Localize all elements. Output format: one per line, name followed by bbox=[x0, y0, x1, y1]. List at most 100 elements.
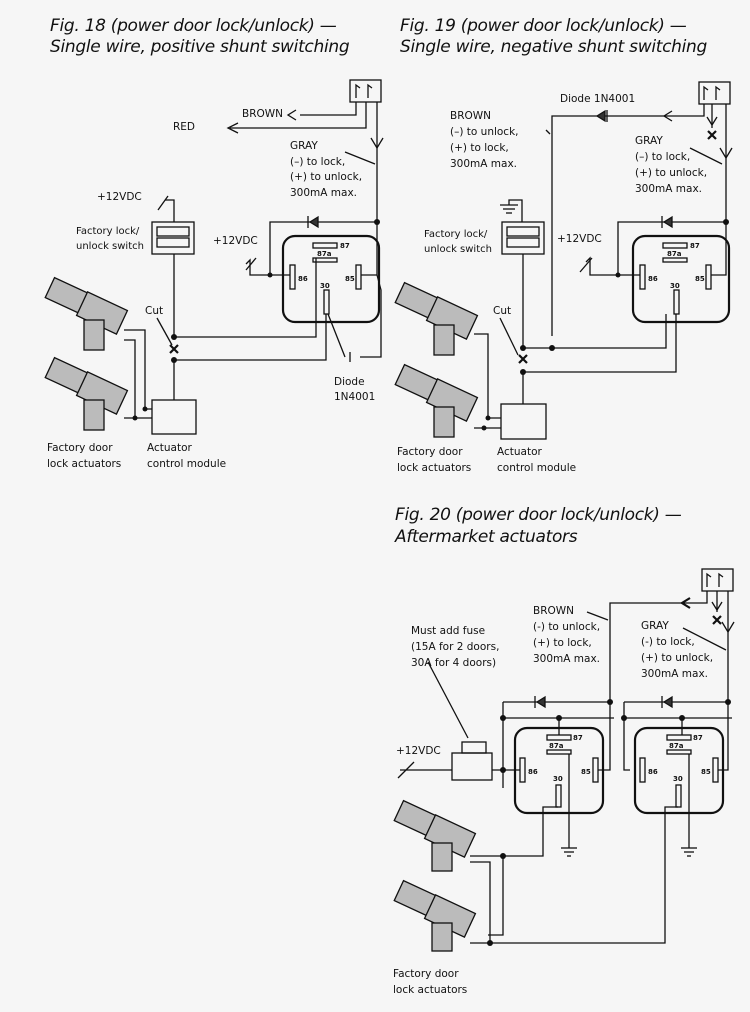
fig20-r1-pin86-label: 86 bbox=[528, 768, 538, 776]
fig20-r2-pin85-label: 85 bbox=[701, 768, 711, 776]
fig18-diode-l1: Diode bbox=[334, 376, 365, 388]
fig19-diode-symbol bbox=[595, 109, 606, 123]
fig18-diode-l2: 1N4001 bbox=[334, 391, 376, 403]
fig20-title-line1: Fig. 20 (power door lock/unlock) — bbox=[395, 505, 682, 525]
fig20-gray-title: GRAY bbox=[641, 620, 669, 632]
fig19-control-module bbox=[500, 403, 547, 440]
fig18-gray-l3: 300mA max. bbox=[290, 187, 358, 199]
fig18-gray-l2: (+) to unlock, bbox=[290, 171, 363, 183]
fig19-module-l1: Actuator bbox=[497, 446, 542, 458]
fig18-pin-85 bbox=[355, 264, 362, 290]
fig18-gray-leader bbox=[344, 151, 376, 165]
fig19-relay bbox=[631, 234, 731, 324]
fig20-brown-l3: 300mA max. bbox=[533, 653, 601, 665]
fig18-gray-title: GRAY bbox=[290, 140, 318, 152]
fig19-gray-l3: 300mA max. bbox=[635, 183, 703, 195]
fig18-brown-label: BROWN bbox=[242, 108, 284, 120]
fig19-87a-wire bbox=[523, 314, 667, 349]
fig18-pin-86 bbox=[289, 264, 296, 290]
fig18-switch-l1: Factory lock/ bbox=[76, 226, 140, 237]
fig19-brown-l3: 300mA max. bbox=[450, 158, 518, 170]
fig20-gray-l1: (-) to lock, bbox=[641, 636, 695, 648]
fig18-gray-l1: (–) to lock, bbox=[290, 156, 346, 168]
fig18-pin87a-label: 87a bbox=[317, 250, 332, 258]
fig20-brown-l1: (-) to unlock, bbox=[533, 621, 601, 633]
fig19-switch-l2: unlock switch bbox=[424, 244, 492, 255]
fig18-title-line1: Fig. 18 (power door lock/unlock) — bbox=[50, 16, 337, 36]
fig18-switch-l2: unlock switch bbox=[76, 241, 144, 252]
fig19-brown-wire bbox=[551, 104, 705, 336]
fig19-actuators-l2: lock actuators bbox=[397, 462, 472, 474]
fig20-r1-pin85-label: 85 bbox=[581, 768, 591, 776]
fig20-r2-pin86-label: 86 bbox=[648, 768, 658, 776]
fig20-r1-pin87-label: 87 bbox=[573, 734, 583, 742]
fig19-diode-top-wire bbox=[617, 221, 726, 275]
fig20-12v: +12VDC bbox=[396, 745, 441, 757]
fig19-gray-l2: (+) to unlock, bbox=[635, 167, 708, 179]
fig19-brown-l2: (+) to lock, bbox=[450, 142, 509, 154]
fig20-fuse-l1: Must add fuse bbox=[411, 625, 486, 637]
fig18-30-wire bbox=[174, 314, 327, 361]
fig19-switch-l1: Factory lock/ bbox=[424, 229, 488, 240]
fig20-actuator-2 bbox=[393, 879, 477, 952]
fig18-connector-pin-b bbox=[367, 83, 373, 98]
fig18-actuator-2 bbox=[44, 356, 129, 431]
fig18-cut-mark bbox=[169, 344, 179, 354]
fig18-brown-wire bbox=[300, 102, 357, 116]
fig19-pin85-label: 85 bbox=[695, 275, 705, 283]
fig19-12v: +12VDC bbox=[557, 233, 602, 245]
fig18-gray-arrow bbox=[370, 137, 384, 150]
fig18-pin87-label: 87 bbox=[340, 242, 350, 250]
fig19-cut-label: Cut bbox=[493, 305, 512, 317]
fig18-control-module bbox=[151, 399, 197, 435]
fig19-module-l2: control module bbox=[497, 462, 577, 474]
fig19-pin87-label: 87 bbox=[690, 242, 700, 250]
fig20-actuator-1 bbox=[393, 799, 477, 872]
fig20-gray-l2: (+) to unlock, bbox=[641, 652, 714, 664]
fig20-r1-pin30-label: 30 bbox=[553, 775, 563, 783]
fig18-diode-top-wire bbox=[269, 221, 377, 275]
fig19-pin87a-label: 87a bbox=[667, 250, 682, 258]
fig18-title-line2: Single wire, positive shunt switching bbox=[50, 37, 350, 57]
fig19-diode-label: Diode 1N4001 bbox=[560, 93, 636, 105]
fig20-fuse-leader bbox=[427, 661, 469, 739]
fig19-brown-l1: (–) to unlock, bbox=[450, 126, 519, 138]
fig20-r2-pin30-label: 30 bbox=[673, 775, 683, 783]
fig19-brown-title: BROWN bbox=[450, 110, 492, 122]
fig20-brown-l2: (+) to lock, bbox=[533, 637, 592, 649]
fig18-pin86-label: 86 bbox=[298, 275, 308, 283]
fig20-gray-l3: 300mA max. bbox=[641, 668, 709, 680]
fig18-pin30-label: 30 bbox=[320, 282, 330, 290]
fig18-pin-87a bbox=[312, 257, 338, 263]
fig18-cut-label: Cut bbox=[145, 305, 164, 317]
fig20-brown-title: BROWN bbox=[533, 605, 575, 617]
fig18-87a-wire bbox=[174, 258, 317, 338]
fig19-pin30-label: 30 bbox=[670, 282, 680, 290]
fig20-actuators-l1: Factory door bbox=[393, 968, 459, 980]
fig18-red-wire bbox=[230, 102, 367, 129]
fig19-title-line2: Single wire, negative shunt switching bbox=[400, 37, 708, 57]
fig18-actuators-l2: lock actuators bbox=[47, 458, 122, 470]
fig19-actuator-1 bbox=[394, 281, 479, 356]
fig18-factory-switch bbox=[151, 221, 195, 255]
fig19-actuator-2 bbox=[394, 363, 479, 438]
fig20-r1-pin87a-label: 87a bbox=[549, 742, 564, 750]
fig20-fuse-l2: (15A for 2 doors, bbox=[411, 641, 500, 653]
fig20-brown-wire bbox=[609, 591, 708, 702]
fig20-relay2-30-wire bbox=[490, 806, 678, 944]
fig20-fuse bbox=[461, 741, 487, 754]
fig19-harness-connector bbox=[698, 81, 731, 105]
fig18-red-arrow bbox=[226, 122, 239, 134]
fig20-r2-pin87a-label: 87a bbox=[669, 742, 684, 750]
fig18-12v-relay: +12VDC bbox=[213, 235, 258, 247]
fig18-module-l2: control module bbox=[147, 458, 227, 470]
fig18-brown-arrow bbox=[286, 109, 297, 121]
fig19-gray-title: GRAY bbox=[635, 135, 663, 147]
fig18-diode2-wire bbox=[360, 274, 382, 358]
fig18-pin-87 bbox=[312, 242, 338, 249]
